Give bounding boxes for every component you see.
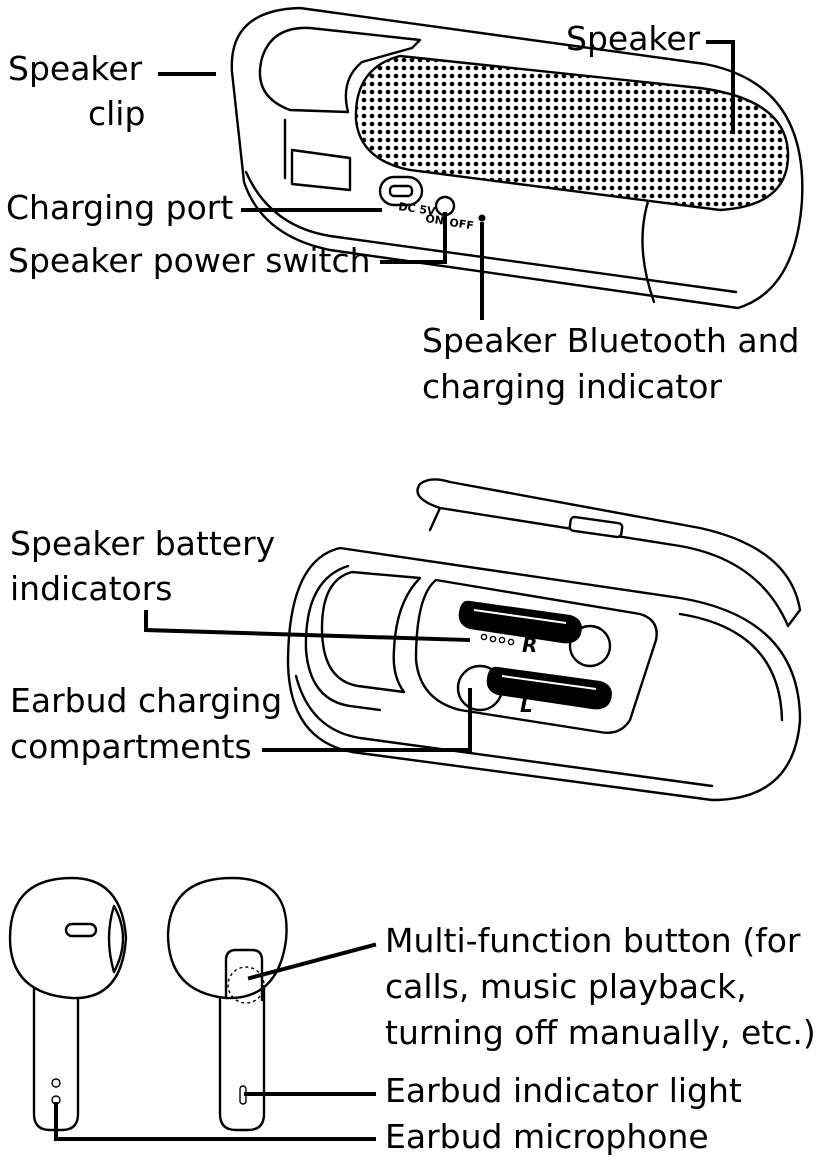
earbud-compartment-left — [486, 666, 612, 710]
bluetooth-indicator-icon — [478, 214, 486, 222]
power-switch-leader — [380, 212, 447, 264]
switch-off-marking: OFF — [449, 216, 475, 232]
mfb-label-line1: Multi-function button (for — [385, 921, 801, 960]
earbud-compartments-leader — [262, 688, 472, 752]
earbud-compartment-right — [458, 600, 582, 644]
earbud-light-label: Earbud indicator light — [385, 1071, 742, 1110]
charging-port-label: Charging port — [6, 188, 233, 227]
switch-on-marking: ON — [425, 212, 445, 227]
clip-cavity — [320, 570, 422, 694]
speaker-label: Speaker — [566, 19, 701, 58]
case-open-figure: R L Speaker battery indicators Earbud ch… — [10, 478, 802, 802]
bt-indicator-label-line2: charging indicator — [422, 367, 722, 406]
battery-indicators-label-line2: indicators — [10, 569, 172, 608]
port-marking: DC 5V — [398, 200, 437, 218]
speaker-closed-figure: DC 5V ON OFF Speaker clip Speaker Chargi… — [6, 6, 804, 406]
multi-function-button-icon — [227, 966, 265, 1004]
speaker-grill — [354, 54, 790, 212]
bt-indicator-label-line1: Speaker Bluetooth and — [422, 321, 800, 360]
battery-indicators-leader — [144, 610, 471, 643]
charging-port-icon — [378, 175, 424, 207]
speaker-clip-label-line1: Speaker — [8, 49, 143, 88]
earbuds-figure: Multi-function button (for calls, music … — [8, 876, 816, 1156]
speaker-clip — [258, 26, 422, 114]
left-slot-marking: L — [520, 693, 533, 717]
speaker-clip-label-line2: clip — [88, 94, 145, 133]
earbud-right-view — [166, 876, 288, 1132]
earbud-mic-label: Earbud microphone — [385, 1117, 709, 1156]
battery-indicators-label-line1: Speaker battery — [10, 524, 275, 563]
case-lid — [416, 478, 802, 628]
speaker-leader — [706, 40, 735, 134]
multi-function-button-leader — [247, 942, 377, 981]
earbud-mic-leader — [54, 1102, 376, 1141]
power-switch-label: Speaker power switch — [8, 241, 371, 280]
right-slot-marking: R — [522, 633, 537, 657]
earbud-left-view — [8, 876, 128, 1132]
mfb-label-line3: turning off manually, etc.) — [385, 1013, 816, 1052]
earbud-compartments-label-line1: Earbud charging — [10, 681, 282, 720]
side-panel — [290, 148, 352, 192]
mfb-label-line2: calls, music playback, — [385, 967, 747, 1006]
battery-indicator-leds — [480, 633, 515, 646]
earbud-compartments-label-line2: compartments — [10, 727, 252, 766]
